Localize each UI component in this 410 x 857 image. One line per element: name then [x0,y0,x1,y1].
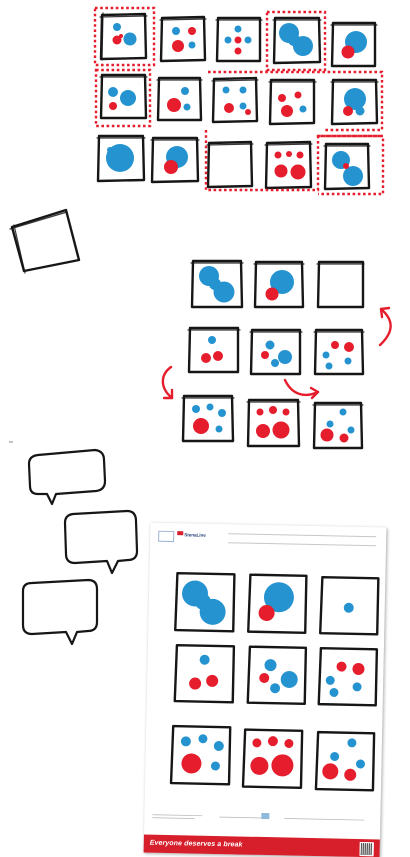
matrix-card-4 [188,328,240,372]
card-r1-c1 [100,13,147,60]
matrix-card-3-empty [317,262,364,307]
top-grid [95,8,383,194]
poster-card-4 [175,645,234,702]
arrow-left-down [163,367,172,398]
poster-card-3 [320,577,378,634]
poster-grid [144,523,387,857]
matrix-card-8 [247,400,300,446]
matrix-card-7 [182,396,234,441]
card-r1-c4 [273,18,321,63]
card-r2-c2 [157,78,202,120]
arrow-right-up [380,308,391,345]
matrix-card-9 [313,403,363,448]
matrix-card-6 [314,330,364,374]
poster-card-9 [316,732,374,790]
card-r2-c1 [100,75,147,118]
card-r1-c2 [160,17,206,61]
printout-sheet: StenaLine [144,523,387,857]
matrix-grid [163,261,391,448]
poster-card-1 [175,573,234,631]
speech-bubble-3 [23,580,97,644]
card-r2-c3 [212,78,258,122]
poster-fine-print [152,811,364,822]
speech-bubble-1 [29,450,105,504]
card-r3-c1 [97,136,145,181]
poster-card-6 [319,648,377,705]
matrix-card-5 [250,330,302,374]
card-r1-c3 [216,18,262,61]
card-r3-c3-empty [207,142,253,187]
matrix-card-1 [191,261,243,307]
card-r2-c4 [269,80,316,124]
card-r2-c5 [331,80,378,124]
poster-card-7 [171,726,230,784]
card-r3-c5 [324,144,370,189]
poster-card-8 [243,730,302,788]
arrow-bottom-curve [285,380,318,398]
matrix-card-2 [254,262,304,307]
poster-card-2 [248,575,306,633]
poster-footer-text: Everyone deserves a break [150,840,243,849]
blank-card [10,210,79,273]
card-r3-c4 [265,142,312,188]
poster-card-5 [248,647,306,704]
speech-bubble-2 [65,511,137,573]
card-r3-c2 [151,138,199,182]
card-r1-c5 [331,23,377,66]
poster-qr-icon [360,842,374,856]
